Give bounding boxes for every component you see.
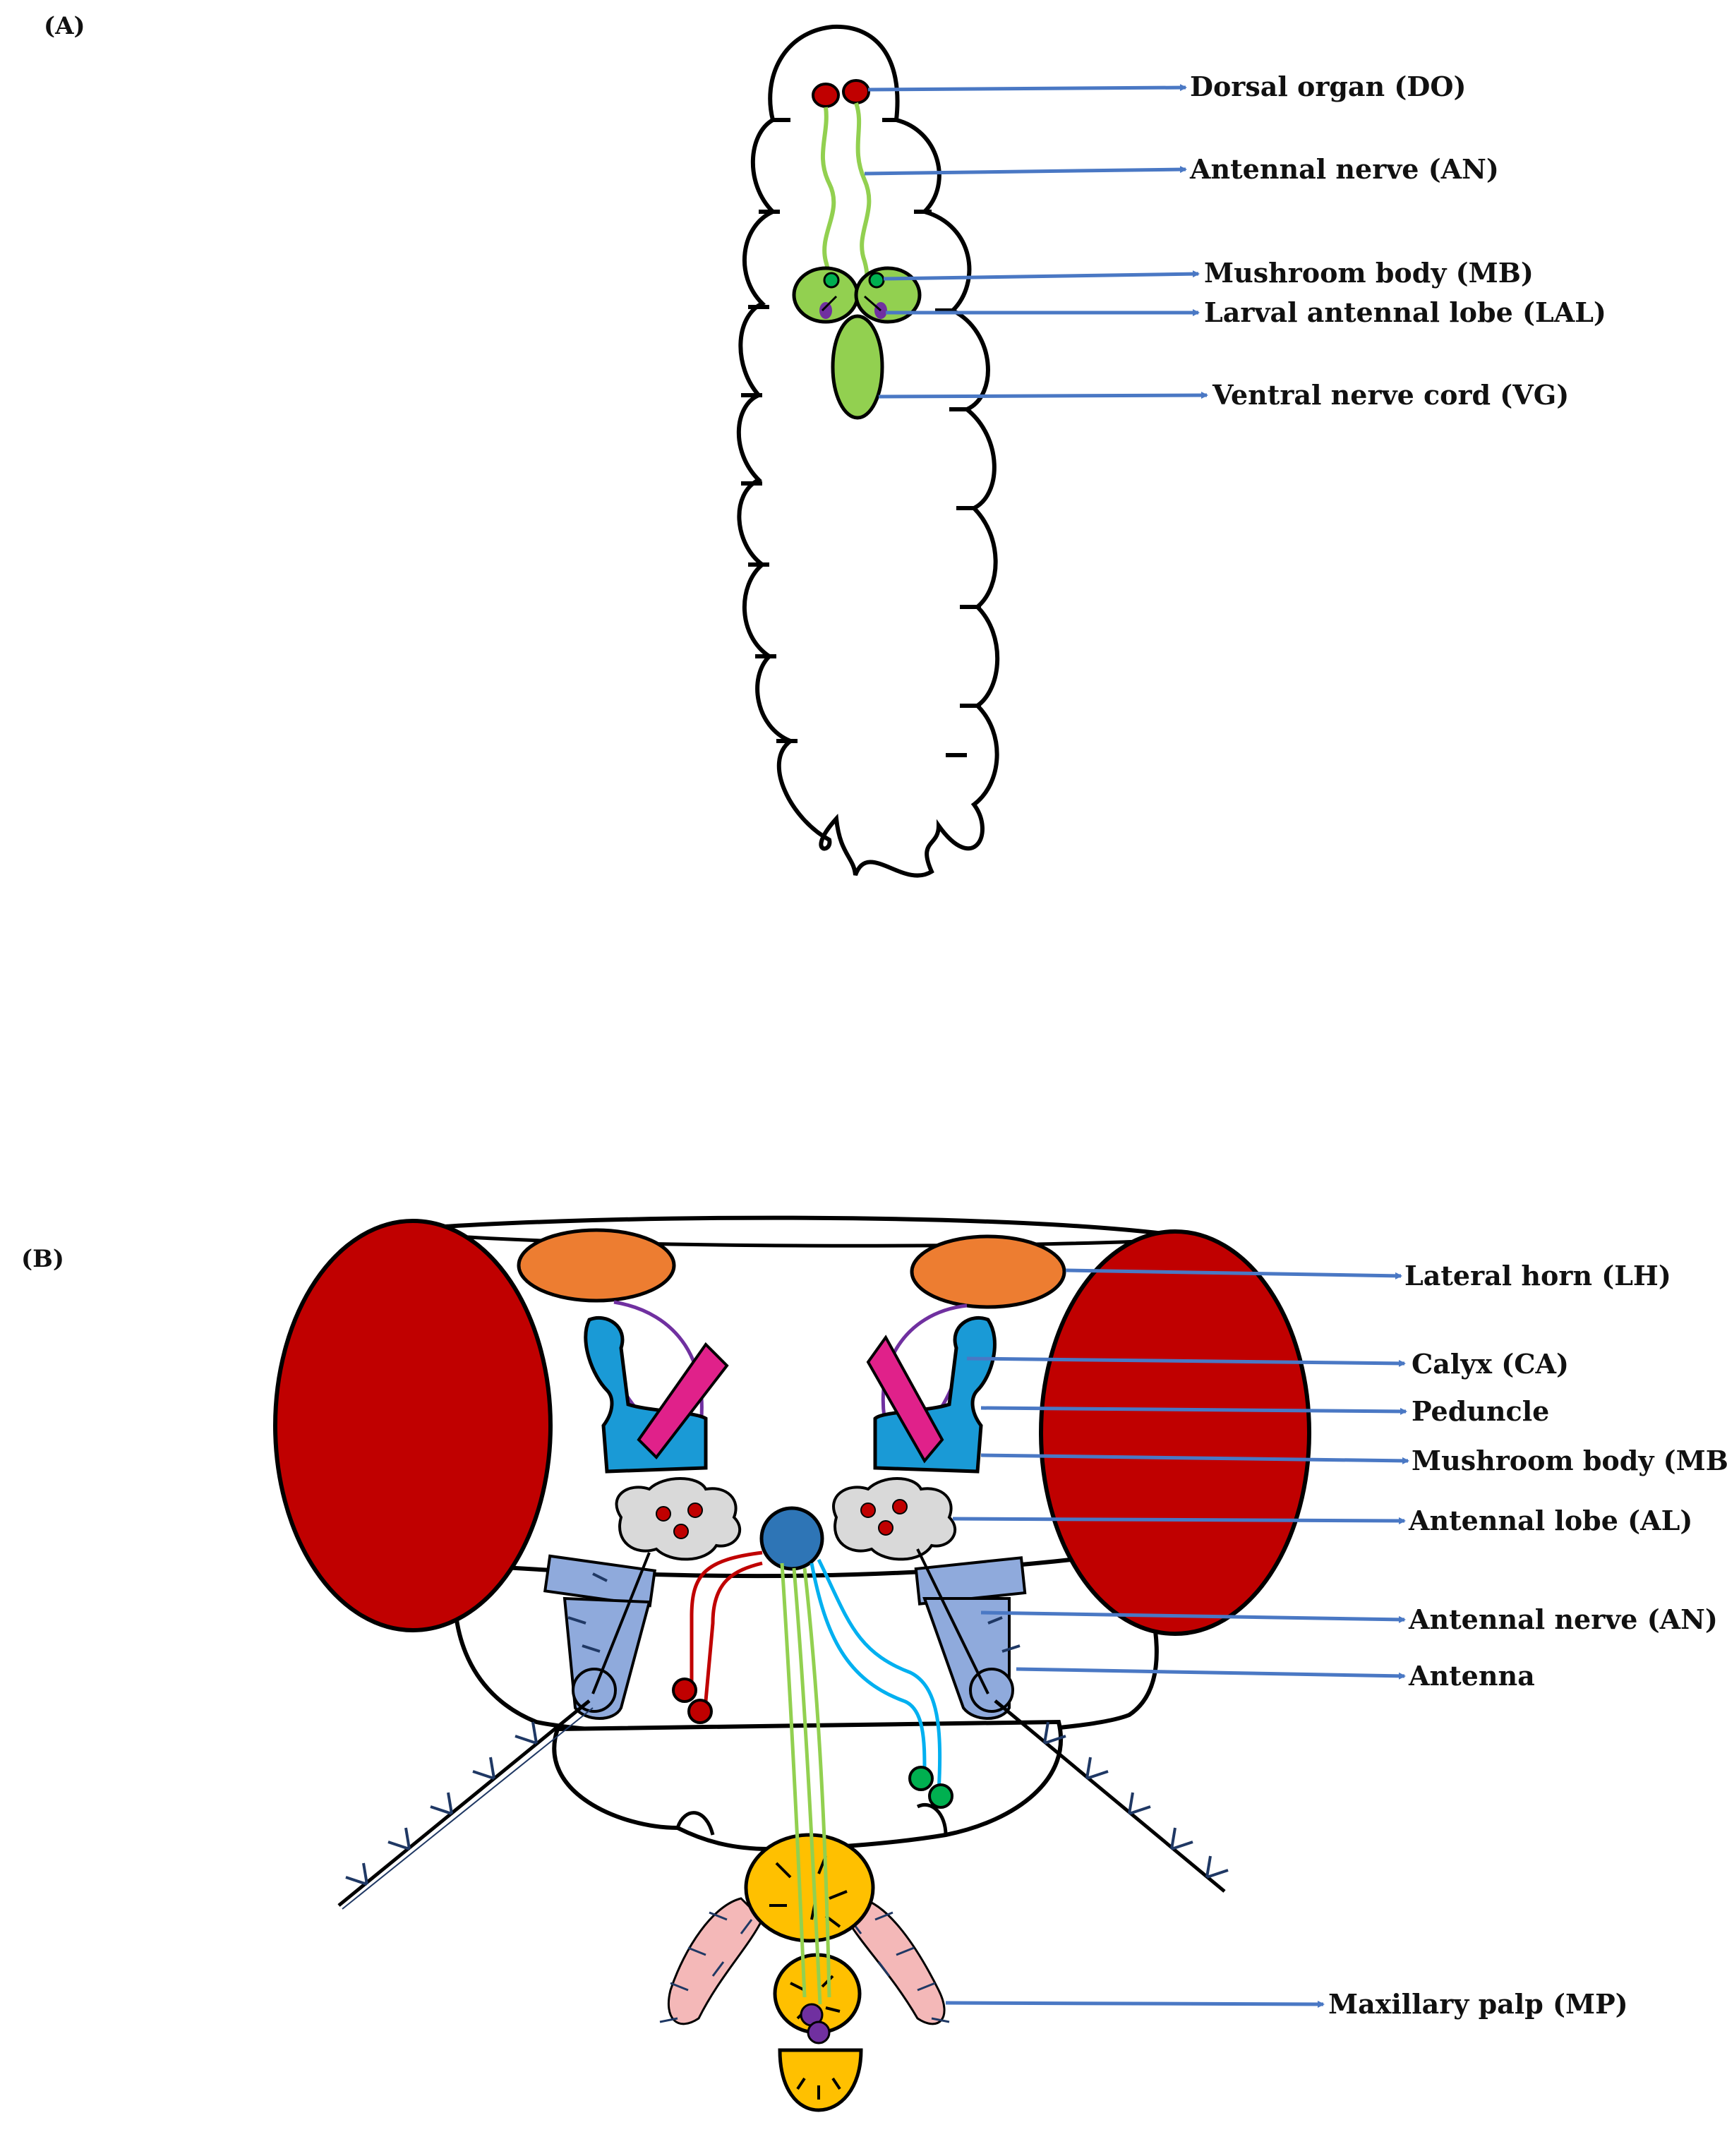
calyx-right (866, 1335, 944, 1464)
label-calyx: Calyx (CA) (1412, 1348, 1569, 1380)
red-sensillum-2 (687, 1699, 713, 1724)
larva-arrows (864, 84, 1208, 399)
arrow-maxillary-palp (945, 2000, 1325, 2008)
antenna-left (337, 1552, 657, 1910)
maxillary-palp-left (667, 1897, 764, 2025)
larval-antennal-lobe-left (819, 302, 832, 319)
compound-eye-right (1039, 1229, 1311, 1636)
arrow-lateral-horn (1065, 1268, 1402, 1279)
arrow-antenna (1016, 1667, 1406, 1680)
compound-eye-left (273, 1219, 553, 1632)
mushroom-body-right (873, 1315, 997, 1474)
label-antennal-nerve-adult: Antennal nerve (AN) (1408, 1603, 1718, 1635)
dorsal-organ-left (812, 83, 840, 108)
label-antennal-nerve-larva: Antennal nerve (AN) (1189, 153, 1499, 185)
label-ventral-nerve-cord: Ventral nerve cord (VG) (1212, 379, 1569, 411)
arrow-mushroom-body-larva (883, 270, 1200, 281)
larval-mb-right (868, 272, 885, 289)
arrow-antennal-nerve-larva (864, 166, 1187, 176)
label-dorsal-organ: Dorsal organ (DO) (1190, 71, 1466, 102)
green-sensillum-2 (928, 1783, 953, 1809)
label-mushroom-body-larva: Mushroom body (MB) (1204, 257, 1534, 289)
label-lateral-horn: Lateral horn (LH) (1404, 1260, 1671, 1291)
lobe-connector (821, 295, 881, 312)
arrow-antennal-nerve-adult (980, 1610, 1406, 1623)
cyan-neuron-2 (817, 1558, 942, 1793)
label-antennal-lobe: Antennal lobe (AL) (1408, 1505, 1692, 1536)
segment-ticks (741, 118, 981, 757)
arrow-mushroom-body-adult (980, 1453, 1409, 1464)
red-neuron-2 (704, 1561, 763, 1702)
maxillary-palp-right (846, 1897, 946, 2025)
green-nerve-3 (802, 1567, 831, 1998)
panel-b-label: (B) (21, 1245, 64, 1273)
palp-hairs (659, 1911, 950, 2023)
larva-body-outline (736, 24, 1000, 878)
larval-mb-left (823, 272, 840, 289)
red-neuron-1 (690, 1550, 763, 1683)
green-sensillum-1 (908, 1766, 934, 1791)
lateral-horn-right (910, 1234, 1066, 1309)
larva (736, 24, 1000, 878)
label-antenna: Antenna (1408, 1660, 1535, 1692)
arrow-ventral-nerve-cord (878, 392, 1208, 399)
green-nerve-1 (780, 1562, 807, 1998)
subesophageal-ganglion (759, 1506, 824, 1571)
label-peduncle: Peduncle (1412, 1395, 1549, 1427)
panel-a-label: (A) (44, 12, 85, 40)
arrow-peduncle (980, 1406, 1407, 1415)
arrow-antennal-lobe (952, 1517, 1406, 1524)
label-larval-antennal-lobe: Larval antennal lobe (LAL) (1204, 296, 1606, 328)
head-top-edge (395, 1229, 1201, 1248)
ventral-nerve-cord-shape (831, 314, 884, 420)
arrow-dorsal-organ (867, 84, 1187, 92)
arista-barbs (345, 1572, 1229, 1886)
lateral-horn-left (517, 1228, 676, 1303)
calyx-left (637, 1342, 729, 1460)
purple-sensillum-2 (807, 2021, 831, 2044)
adult-arrows (945, 1268, 1409, 2008)
dorsal-organ-right (842, 79, 870, 104)
red-sensillum-1 (672, 1678, 697, 1703)
antenna-right (914, 1548, 1226, 1893)
label-maxillary-palp: Maxillary palp (MP) (1328, 1988, 1628, 2020)
cyan-neuron-1 (810, 1562, 927, 1772)
antennal-lobe-left (615, 1477, 742, 1561)
proboscis-upper (744, 1833, 875, 1943)
rostrum-folds (675, 1803, 948, 1836)
antennal-lobe-right (832, 1477, 957, 1561)
proboscis-labellum (778, 2048, 863, 2112)
adult-head (273, 1215, 1311, 2112)
green-nerve-2 (792, 1567, 822, 2005)
arrow-calyx (966, 1356, 1406, 1367)
label-mushroom-body-adult: Mushroom body (MB) (1412, 1445, 1727, 1476)
